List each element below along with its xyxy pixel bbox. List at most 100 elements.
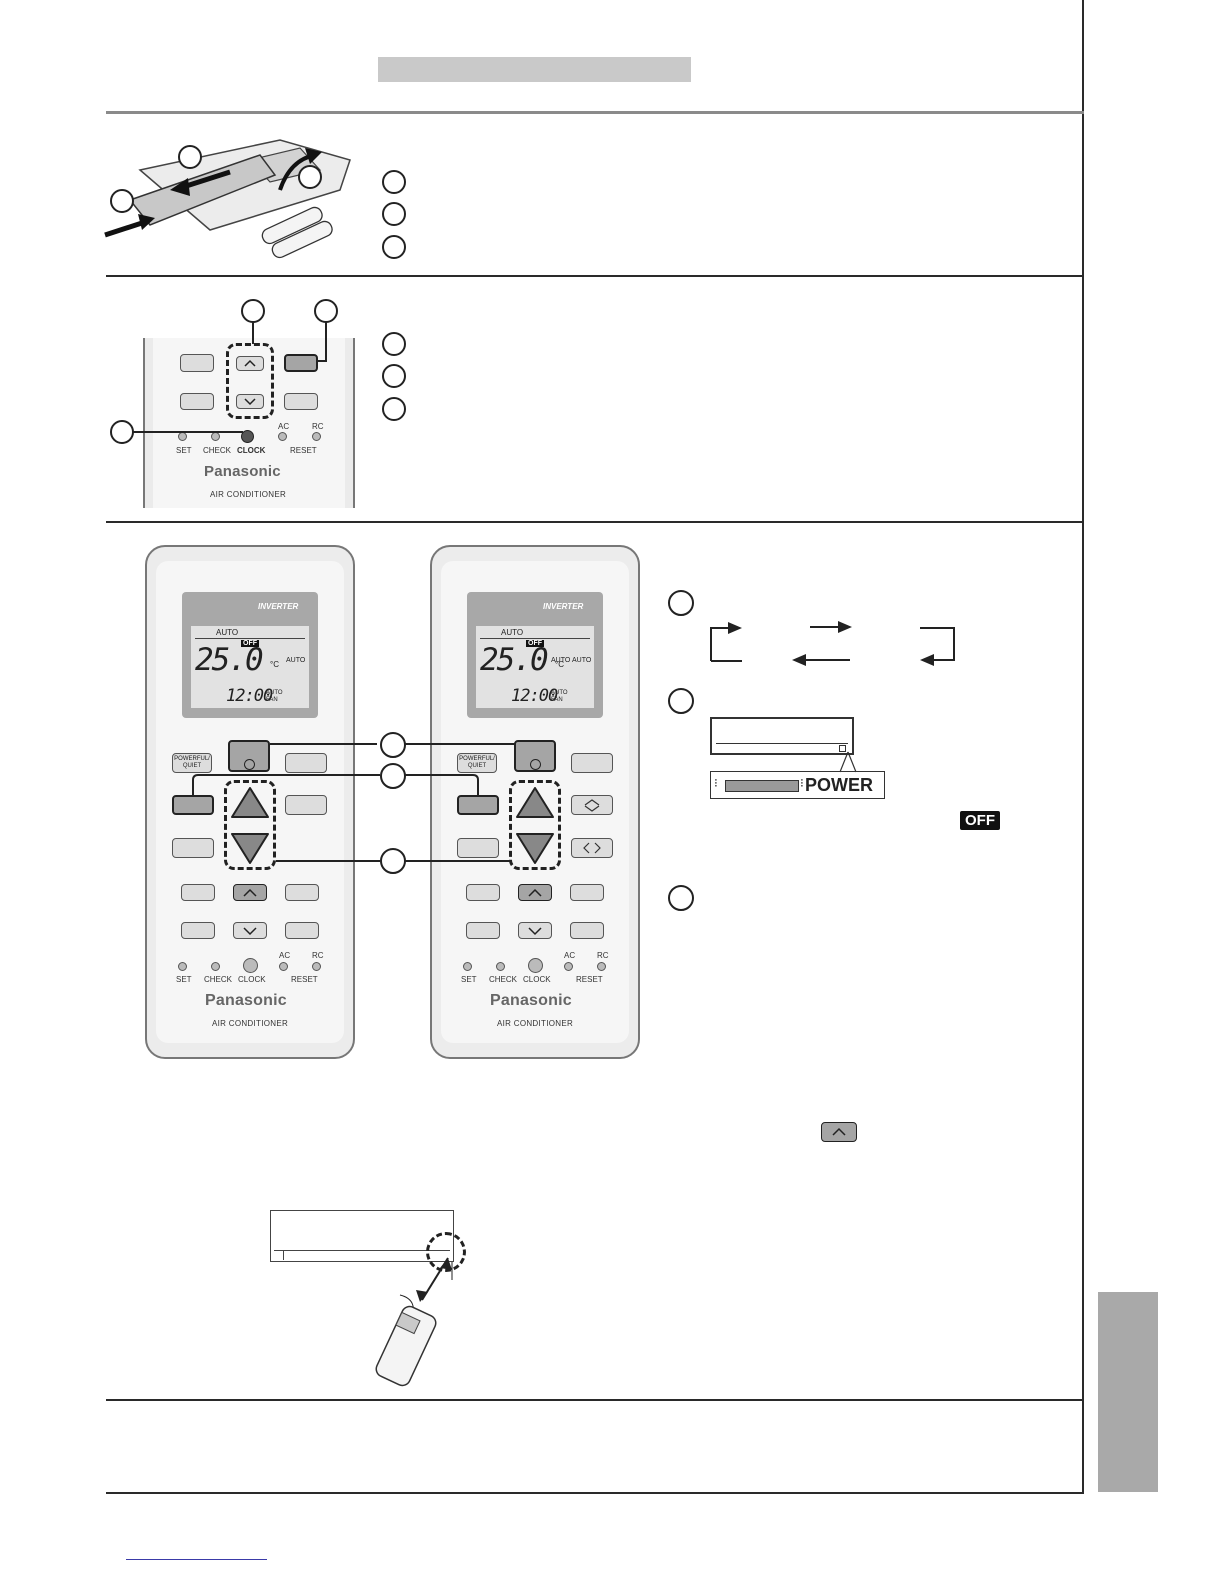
remote-left-button-a[interactable]: [181, 884, 215, 901]
remote-left-lcd-divider: [195, 638, 305, 639]
remote-right-timer-down-button[interactable]: [518, 922, 552, 939]
clock-remote-button-mid-right[interactable]: [284, 393, 318, 410]
remote-right-ac-dot[interactable]: [564, 962, 573, 971]
remote-right-temp-up-button[interactable]: [514, 785, 556, 821]
remote-right-clock-dot[interactable]: [528, 958, 543, 973]
instruction-step-3: [668, 885, 694, 911]
remote-left-reset-label: RESET: [291, 975, 318, 984]
remote-right-lcd-auto-1: AUTO: [551, 657, 571, 664]
step-circle-b: [298, 165, 322, 189]
remote-left-lcd-temperature: 25.0: [195, 642, 264, 678]
remote-left-timer-down-button[interactable]: [233, 922, 267, 939]
clock-callout-line-updown: [252, 322, 254, 344]
clock-remote-up-button[interactable]: [236, 356, 264, 371]
clock-remote-button-mid-left[interactable]: [180, 393, 214, 410]
clock-remote-button-top-left[interactable]: [180, 354, 214, 372]
power-indicator-rays-right: ⁝: [800, 776, 804, 790]
remote-right-rc-dot[interactable]: [597, 962, 606, 971]
remote-right-button-l3[interactable]: [457, 838, 499, 858]
operation-circle-mode: [380, 763, 406, 789]
remote-left-temp-down-button[interactable]: [229, 830, 271, 866]
remote-left-button-b[interactable]: [285, 884, 319, 901]
remote-left-button-l3[interactable]: [172, 838, 214, 858]
clock-step-marker-2: [382, 364, 406, 388]
remote-left-set-dot[interactable]: [178, 962, 187, 971]
remote-left-brand: Panasonic: [205, 992, 287, 1009]
remote-right-temp-down-button[interactable]: [514, 830, 556, 866]
remote-right-button-b[interactable]: [570, 884, 604, 901]
remote-right-vertical-swing-button[interactable]: [571, 795, 613, 815]
remote-left-button-c[interactable]: [181, 922, 215, 939]
indoor-unit-aim-illustration: [270, 1210, 454, 1262]
step-circle-c: [110, 189, 134, 213]
remote-left-lcd-unit: °C: [270, 660, 279, 669]
footer-link-underline[interactable]: [126, 1559, 267, 1560]
remote-left-button-d[interactable]: [285, 922, 319, 939]
battery-insertion-illustration: [104, 139, 351, 259]
power-indicator-lamp: [725, 780, 799, 792]
clock-callout-line-set-v: [325, 322, 327, 362]
remote-right-power-button[interactable]: [514, 740, 556, 772]
remote-left-power-button[interactable]: [228, 740, 270, 772]
clock-remote-down-button[interactable]: [236, 394, 264, 409]
rule-bottom: [106, 1492, 1084, 1494]
remote-left-lcd-fan: AUTO FAN: [266, 690, 283, 703]
remote-left-set-label: SET: [176, 975, 192, 984]
clock-remote-set-button[interactable]: [284, 354, 318, 372]
remote-right-rc-label: RC: [597, 951, 609, 960]
remote-left-button-r1[interactable]: [285, 753, 327, 773]
clock-step-marker-1: [382, 332, 406, 356]
remote-right-button-r1[interactable]: [571, 753, 613, 773]
power-indicator-pointer: [839, 751, 857, 773]
remote-left-ac-dot[interactable]: [279, 962, 288, 971]
rule-clock: [106, 521, 1084, 523]
remote-right-check-dot[interactable]: [496, 962, 505, 971]
remote-right-lcd-time: 12:00: [511, 686, 558, 706]
clock-step-circle-clock: [110, 420, 134, 444]
clock-remote-ac-dot[interactable]: [278, 432, 287, 441]
clock-remote-clock-label: CLOCK: [237, 446, 266, 455]
remote-right-button-c[interactable]: [466, 922, 500, 939]
clock-remote-brand: Panasonic: [204, 463, 281, 480]
remote-right-lcd-mode: AUTO: [501, 628, 524, 637]
remote-left-mode-button[interactable]: [172, 795, 214, 815]
mode-cycle-arrows: [710, 621, 955, 666]
instruction-step-2: [668, 688, 694, 714]
remote-left-button-r2[interactable]: [285, 795, 327, 815]
remote-right-brand: Panasonic: [490, 992, 572, 1009]
remote-right-horizontal-swing-button[interactable]: [571, 838, 613, 858]
clock-remote-rc-label: RC: [312, 422, 324, 431]
step-circle-a: [178, 145, 202, 169]
remote-right-button-d[interactable]: [570, 922, 604, 939]
operation-callout-lines: [192, 743, 515, 862]
remote-right-mode-button[interactable]: [457, 795, 499, 815]
rule-operation: [106, 1399, 1084, 1401]
timer-up-button-inline-icon: [821, 1122, 857, 1142]
remote-left-clock-dot[interactable]: [243, 958, 258, 973]
clock-step-circle-updown: [241, 299, 265, 323]
remote-left-lcd-mode: AUTO: [216, 628, 239, 637]
step-marker-1: [382, 170, 406, 194]
remote-right-ac-label: AC: [564, 951, 576, 960]
clock-remote-clock-dot[interactable]: [241, 430, 254, 443]
remote-left-lcd-screen: [191, 626, 309, 708]
remote-left-temp-up-button[interactable]: [229, 785, 271, 821]
clock-remote-check-label: CHECK: [203, 446, 232, 455]
clock-remote-check-dot[interactable]: [211, 432, 220, 441]
remote-right-lcd-fan: AUTO FAN: [551, 690, 568, 703]
remote-left-powerful-quiet-button[interactable]: POWERFUL/ QUIET: [172, 753, 212, 773]
remote-right-set-dot[interactable]: [463, 962, 472, 971]
remote-right-powerful-quiet-button[interactable]: POWERFUL/ QUIET: [457, 753, 497, 773]
top-rule: [106, 111, 1084, 114]
remote-left-timer-up-button[interactable]: [233, 884, 267, 901]
off-badge-icon: OFF: [960, 811, 1000, 830]
remote-left-lcd-off-badge: OFF: [241, 640, 259, 647]
remote-left-rc-dot[interactable]: [312, 962, 321, 971]
remote-left-check-dot[interactable]: [211, 962, 220, 971]
remote-right-reset-label: RESET: [576, 975, 603, 984]
clock-remote-set-dot[interactable]: [178, 432, 187, 441]
remote-right-timer-up-button[interactable]: [518, 884, 552, 901]
remote-right-lcd-auto-2: AUTO: [572, 657, 592, 664]
remote-right-button-a[interactable]: [466, 884, 500, 901]
clock-remote-rc-dot[interactable]: [312, 432, 321, 441]
